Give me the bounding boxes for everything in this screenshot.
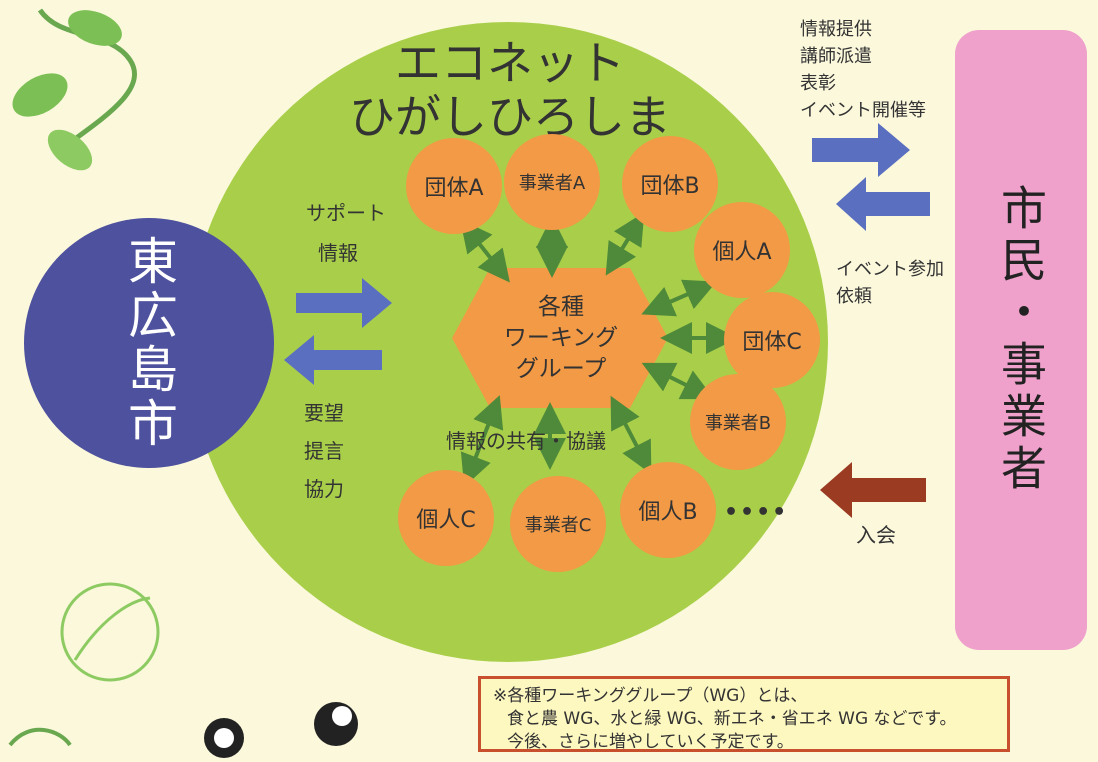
working-group-hexagon (452, 268, 668, 408)
join-label: 入会 (856, 523, 896, 547)
citizen-label: 市民・事業者 (994, 184, 1048, 496)
citizen-panel: 市民・事業者 (955, 30, 1087, 650)
city-label: 東広島市 (120, 235, 178, 451)
participation-arrow-left (836, 177, 930, 231)
right-out-item: 表彰 (800, 73, 836, 94)
city-circle: 東広島市 (24, 218, 274, 468)
hub-line-3: グループ (515, 356, 607, 382)
connector-line (460, 395, 504, 487)
note-line-2: 食と農 WG、水と緑 WG、新エネ・省エネ WG などです。 (507, 709, 957, 729)
right-out-list: 情報提供 講師派遣 表彰 イベント開催等 (800, 16, 926, 124)
connector-line (605, 212, 645, 276)
network-title: エコネット ひがしひろしま (330, 36, 690, 144)
hub-line-1: 各種 (538, 294, 584, 320)
node-dantai-a: 団体A (406, 138, 502, 234)
node-jigyosha-b: 事業者B (690, 374, 786, 470)
connector-line (641, 279, 717, 317)
connector-line (641, 362, 715, 400)
hub-line-2: ワーキング (503, 325, 619, 351)
node-kojin-c: 個人C (398, 470, 494, 566)
right-out-item: イベント開催等 (800, 100, 926, 121)
right-out-item: 講師派遣 (800, 46, 872, 67)
vine-bottom-left (8, 727, 72, 747)
note-line-3: 今後、さらに増やしていく予定です。 (507, 732, 794, 752)
node-dantai-b: 団体B (622, 136, 718, 232)
node-dantai-c: 団体C (724, 292, 820, 388)
more-members-ellipsis: •••• (724, 500, 789, 525)
node-jigyosha-c: 事業者C (510, 476, 606, 572)
note-line-1: ※各種ワーキンググループ（WG）とは、 (493, 686, 808, 706)
node-kojin-a: 個人A (694, 202, 790, 298)
title-line-1: エコネット (395, 36, 625, 90)
leaf-icon (47, 129, 93, 171)
working-group-label: 各種 ワーキング グループ (476, 292, 646, 385)
support-arrow-right (296, 278, 392, 328)
leaf-outline-icon (60, 582, 160, 682)
cooperation-label: 協力 (304, 477, 344, 501)
request-label: 要望 (304, 401, 344, 425)
info-provide-arrow-right (812, 123, 910, 177)
support-label: サポート (306, 201, 386, 225)
right-in-item: 依頼 (836, 286, 872, 307)
node-jigyosha-a: 事業者A (504, 134, 600, 230)
vine-top-left (37, 8, 138, 153)
node-kojin-b: 個人B (620, 462, 716, 558)
join-arrow-left (820, 462, 926, 518)
sharing-label: 情報の共有・協議 (446, 429, 606, 453)
info-label: 情報 (318, 241, 358, 265)
connector-line (460, 219, 510, 283)
footnote-box: ※各種ワーキンググループ（WG）とは、 食と農 WG、水と緑 WG、新エネ・省エ… (478, 676, 1010, 752)
right-out-item: 情報提供 (800, 19, 872, 40)
title-line-2: ひがしひろしま (349, 90, 671, 144)
right-in-item: イベント参加 (836, 259, 944, 280)
connector-line (610, 395, 652, 475)
proposal-label: 提言 (304, 439, 344, 463)
leaf-icon (12, 73, 68, 117)
right-in-list: イベント参加 依頼 (836, 256, 944, 310)
leaf-icon (68, 10, 122, 46)
request-arrow-left (284, 335, 382, 385)
